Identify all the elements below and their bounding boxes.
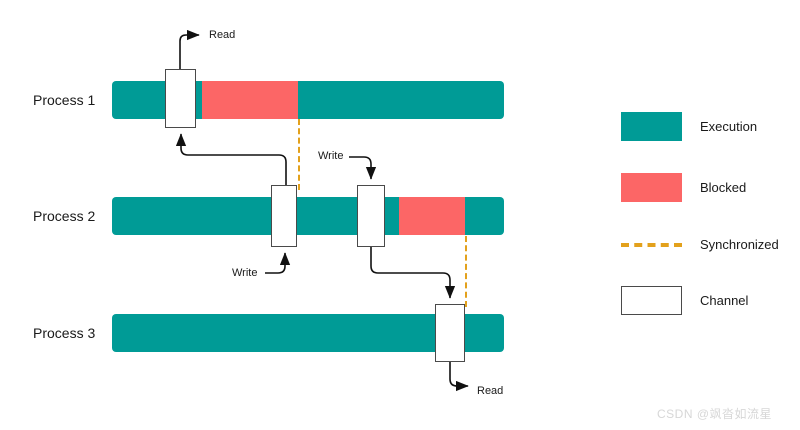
process-label-1: Process 1 xyxy=(33,92,96,108)
annotation-write-bottom: Write xyxy=(232,267,258,279)
legend-item-channel-label: Channel xyxy=(700,292,749,308)
sync-line-2 xyxy=(465,236,467,307)
process-label-2: Process 2 xyxy=(33,208,96,224)
process-timeline-2 xyxy=(112,197,504,235)
channel-p2-write-out[interactable] xyxy=(357,185,385,247)
arrow-p3-read-out xyxy=(449,362,469,392)
legend-item-synchronized-label: Synchronized xyxy=(700,237,779,252)
timeline-segment-blocked xyxy=(202,81,298,119)
arrow-p1-read-out xyxy=(179,29,200,69)
timeline-segment-execution xyxy=(298,81,504,119)
timeline-segment-blocked xyxy=(399,197,465,235)
arrow-write-to-p2 xyxy=(349,156,377,180)
annotation-write-top: Write xyxy=(318,150,344,162)
channel-p2-write-in[interactable] xyxy=(271,185,297,247)
process-label-3: Process 3 xyxy=(33,325,96,341)
legend-item-execution-label: Execution xyxy=(700,118,758,134)
legend-item-synchronized-swatch xyxy=(621,243,682,247)
process-timeline-1 xyxy=(112,81,504,119)
timeline-segment-execution xyxy=(112,197,399,235)
legend-item-channel-swatch xyxy=(621,286,682,315)
arrow-write-to-p2-lower xyxy=(265,252,291,274)
channel-p1-read[interactable] xyxy=(165,69,196,128)
timeline-segment-execution xyxy=(465,197,504,235)
legend-item-blocked-label: Blocked xyxy=(700,179,747,195)
arrow-p2-to-p3 xyxy=(370,247,456,299)
annotation-read-top: Read xyxy=(209,29,236,41)
sync-line-1 xyxy=(298,119,300,190)
arrow-p2-to-p1 xyxy=(175,133,287,185)
legend-item-execution-swatch xyxy=(621,112,682,141)
csdn-watermark: CSDN @飒沓如流星 xyxy=(657,407,773,421)
annotation-read-bottom: Read xyxy=(477,385,504,397)
channel-p3-read[interactable] xyxy=(435,304,465,362)
legend-item-blocked-swatch xyxy=(621,173,682,202)
